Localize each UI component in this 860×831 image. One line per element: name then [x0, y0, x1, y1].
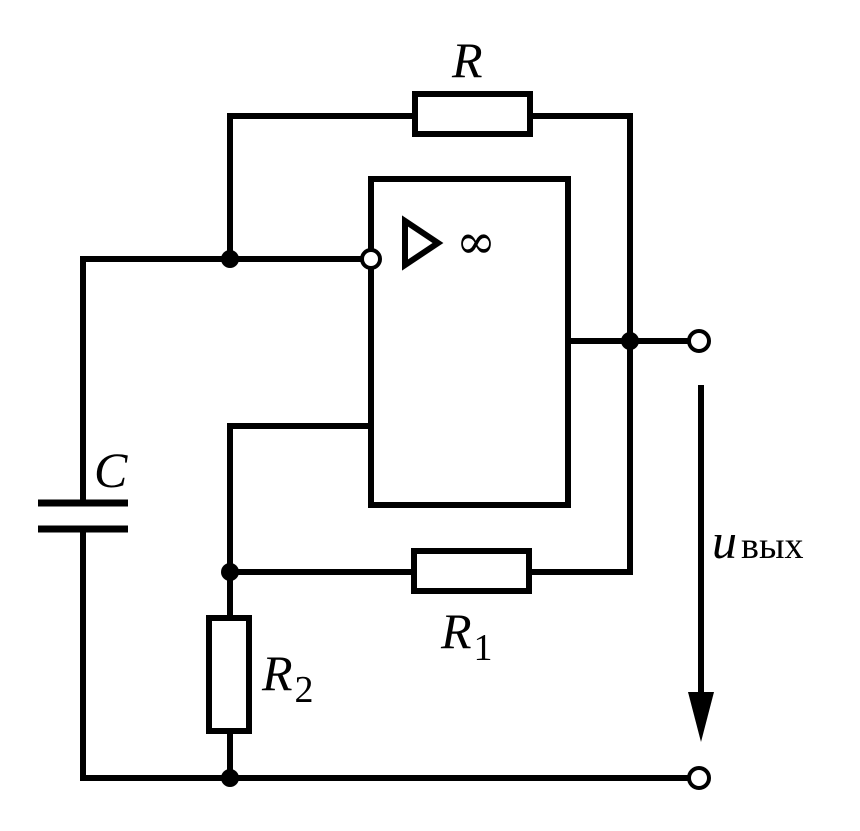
- label-r2-main: R: [261, 645, 293, 701]
- junction-dot-icon: [221, 250, 239, 268]
- opamp-body: [368, 176, 571, 508]
- wire-bottom-rail: [80, 527, 693, 781]
- label-r1: R1: [440, 603, 493, 669]
- junction-dot-icon: [221, 769, 239, 787]
- label-c: C: [94, 442, 128, 498]
- voltage-arrow-icon: [688, 385, 714, 742]
- open-terminal-icon: [687, 329, 711, 353]
- open-terminal-icon: [687, 766, 711, 790]
- label-r1-sub: 1: [474, 627, 493, 669]
- opamp-gain-symbol: ∞: [456, 214, 496, 270]
- junction-dot-icon: [221, 563, 239, 581]
- label-u-out-sub: вых: [741, 525, 803, 567]
- capacitor-c: [38, 499, 128, 533]
- resistor-r1: [411, 548, 532, 594]
- junction-dot-icon: [621, 332, 639, 350]
- label-r2: R2: [261, 645, 314, 711]
- triangle-amplifier-icon: [402, 215, 444, 271]
- resistor-r2: [206, 615, 252, 734]
- label-u-out-main: u: [712, 513, 737, 569]
- resistor-r: [412, 91, 533, 137]
- inverting-input-bubble: [360, 248, 382, 270]
- wire-feedback-r: [227, 113, 633, 575]
- label-r2-sub: 2: [295, 669, 314, 711]
- label-r1-main: R: [440, 603, 472, 659]
- wire-inverting-input: [80, 256, 365, 503]
- label-r: R: [451, 32, 483, 88]
